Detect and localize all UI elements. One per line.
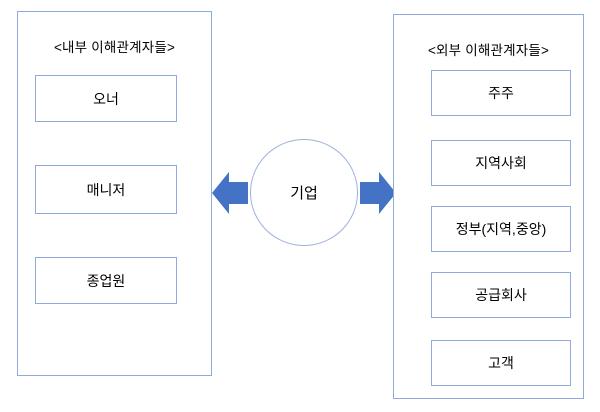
stakeholder-box-customer[interactable]: 고객 <box>431 340 571 386</box>
arrow-right-icon <box>360 166 396 220</box>
stakeholder-label-shareholder: 주주 <box>488 85 514 101</box>
stakeholder-box-shareholder[interactable]: 주주 <box>431 70 571 116</box>
stakeholder-label-owner: 오너 <box>93 90 119 107</box>
arrow-left-glyph <box>212 172 248 214</box>
stakeholder-label-employee: 종업원 <box>86 272 126 289</box>
center-company-circle[interactable]: 기업 <box>250 139 358 246</box>
internal-stakeholders-title: <내부 이해관계자들> <box>53 40 176 55</box>
arrow-right-glyph <box>360 172 396 214</box>
arrow-left-icon <box>212 166 248 220</box>
stakeholder-label-government: 정부(지역,중앙) <box>455 221 547 237</box>
stakeholder-label-manager: 매니저 <box>86 181 126 198</box>
stakeholder-box-community[interactable]: 지역사회 <box>431 140 571 186</box>
center-company-label: 기업 <box>290 185 318 202</box>
stakeholder-label-customer: 고객 <box>488 355 514 371</box>
stakeholder-box-supplier[interactable]: 공급회사 <box>431 272 571 318</box>
stakeholder-box-manager[interactable]: 매니저 <box>35 165 177 214</box>
external-stakeholders-title: <외부 이해관계자들> <box>427 43 550 58</box>
external-stakeholders-panel: <외부 이해관계자들> 주주 지역사회 정부(지역,중앙) 공급회사 고객 <box>393 14 584 399</box>
stakeholder-box-employee[interactable]: 종업원 <box>35 257 177 304</box>
stakeholder-label-supplier: 공급회사 <box>475 287 527 303</box>
stakeholder-label-community: 지역사회 <box>475 155 527 171</box>
stakeholder-box-owner[interactable]: 오너 <box>35 75 177 122</box>
stakeholder-box-government[interactable]: 정부(지역,중앙) <box>431 206 571 252</box>
internal-stakeholders-panel: <내부 이해관계자들> 오너 매니저 종업원 <box>17 11 212 376</box>
